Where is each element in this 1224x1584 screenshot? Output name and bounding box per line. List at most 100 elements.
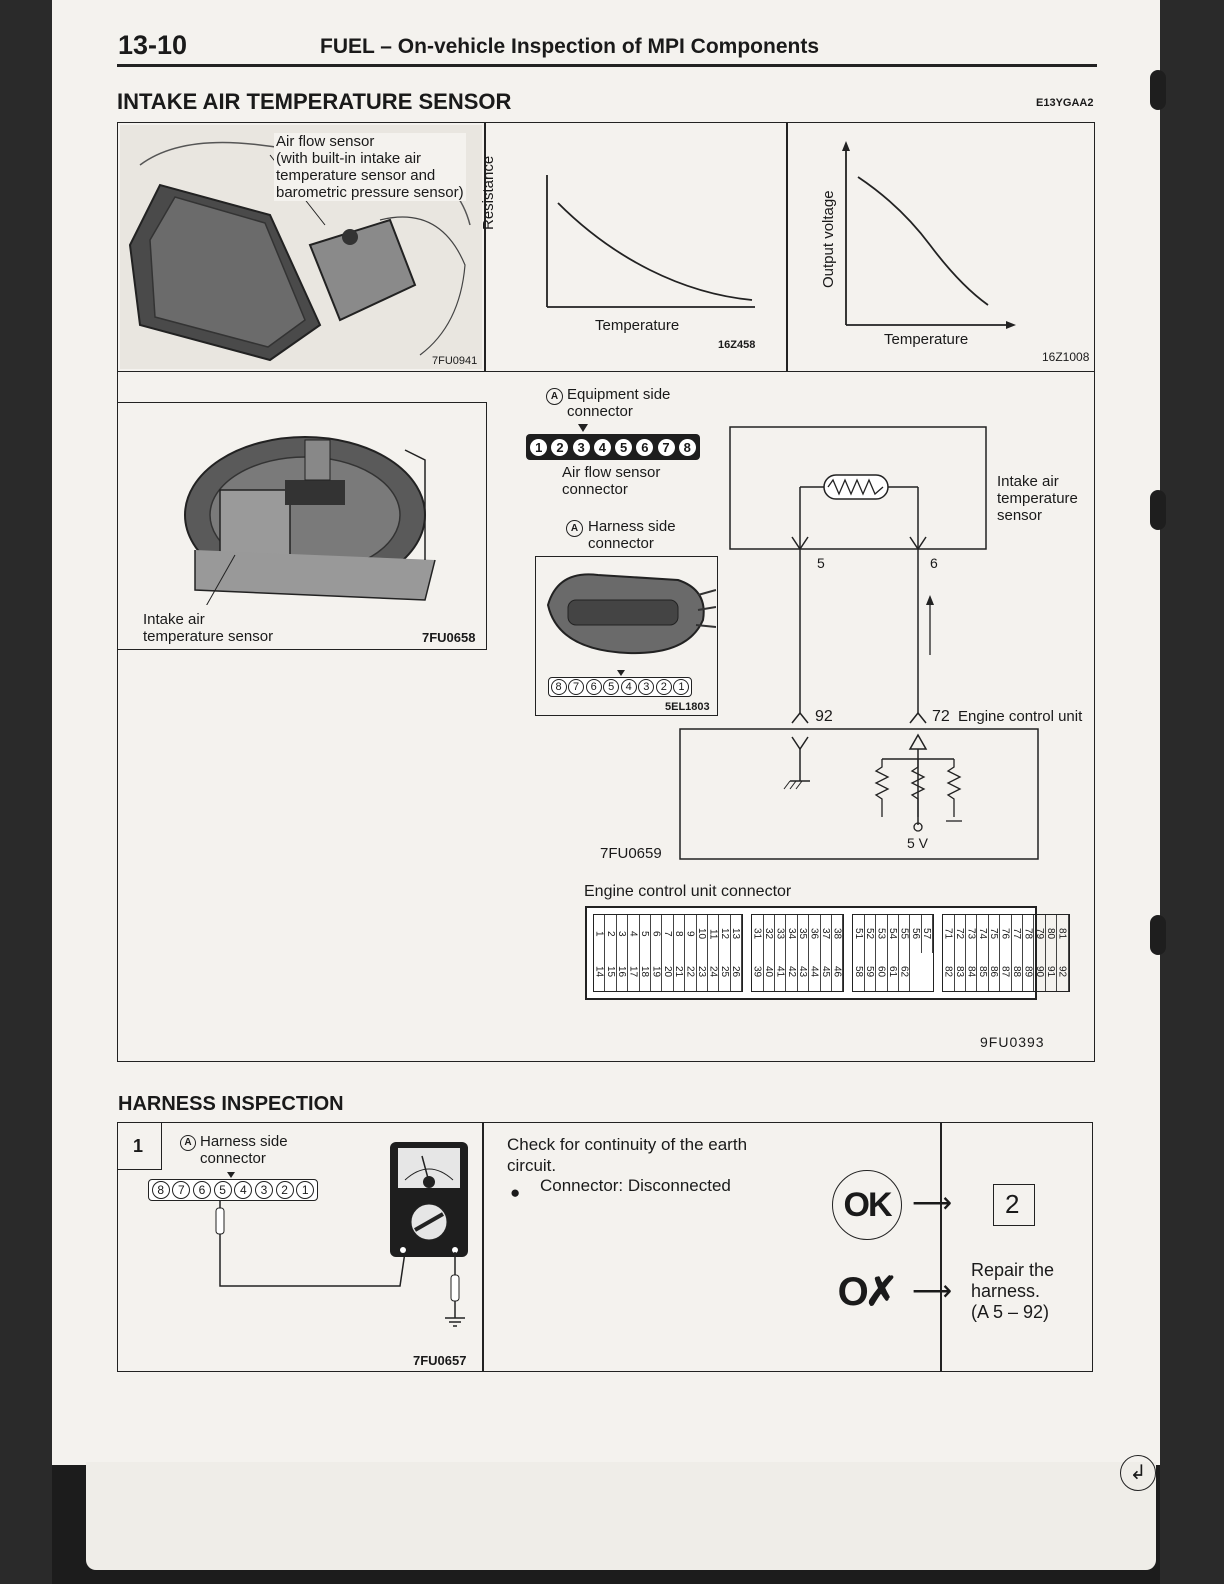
ecu-pin: 46 xyxy=(832,953,844,991)
pin: 3 xyxy=(572,438,590,456)
figure-code: 7FU0941 xyxy=(432,355,478,367)
ecu-pin: 56 xyxy=(910,915,922,953)
resistance-curve xyxy=(546,175,755,308)
multimeter-illustration xyxy=(215,1142,468,1327)
section-code: E13YGAA2 xyxy=(1036,97,1094,109)
ecu-pin: 79 xyxy=(1034,915,1046,953)
pin: 7 xyxy=(568,679,585,695)
binder-hole xyxy=(1150,490,1166,530)
ecu-pin: 71 xyxy=(943,915,955,953)
circuit-diagram xyxy=(679,426,1039,860)
pin: 5 xyxy=(213,1181,232,1199)
page-header-title: FUEL – On-vehicle Inspection of MPI Comp… xyxy=(320,35,819,58)
ecu-pin: 76 xyxy=(1000,915,1012,953)
ecu-pin: 54 xyxy=(888,915,899,953)
pin: 8 xyxy=(550,679,567,695)
pin: 4 xyxy=(234,1181,253,1199)
ecu-pin: 42 xyxy=(786,953,798,991)
ecu-pin: 13 xyxy=(731,915,743,953)
figure-divider xyxy=(484,122,486,372)
ecu-pin: 22 xyxy=(685,953,697,991)
ecu-pin: 62 xyxy=(899,953,911,991)
pin: 4 xyxy=(593,438,611,456)
ecu-pin: 75 xyxy=(989,915,1001,953)
ecu-pin: 74 xyxy=(977,915,989,953)
ecu-pin: 14 xyxy=(594,953,606,991)
ecu-pin: 78 xyxy=(1023,915,1035,953)
harness-connector-illustration xyxy=(546,573,716,655)
harness-connector-figure xyxy=(535,556,718,716)
step-connector-label: Harness side connector xyxy=(200,1133,288,1167)
pin: 8 xyxy=(678,438,696,456)
ecu-pin: 57 xyxy=(922,915,934,953)
ecu-pin: 86 xyxy=(989,953,1001,991)
ecu-pin: 11 xyxy=(708,915,720,953)
next-page-edge xyxy=(86,1462,1156,1570)
sensor-detail-figure xyxy=(117,402,487,650)
ecu-pin: 59 xyxy=(865,953,877,991)
connector-key-icon xyxy=(578,424,588,432)
ecu-pin: 24 xyxy=(708,953,720,991)
pin: 3 xyxy=(254,1181,273,1199)
ecu-pin: 58 xyxy=(853,953,865,991)
ecu-pin: 52 xyxy=(865,915,877,953)
ecu-pin-72-label: 72 xyxy=(932,708,950,725)
ecu-pin: 85 xyxy=(977,953,989,991)
harness-connector-label: Harness side connector xyxy=(588,518,676,552)
ecu-pin: 81 xyxy=(1057,915,1069,953)
ecu-pin: 89 xyxy=(1023,953,1035,991)
sensor-detail-label: Intake air temperature sensor xyxy=(143,611,274,645)
next-step-number: 2 xyxy=(1005,1189,1020,1219)
ecu-pin: 34 xyxy=(786,915,798,953)
ecu-pin: 19 xyxy=(651,953,663,991)
binder-hole xyxy=(1150,915,1166,955)
ecu-pin: 55 xyxy=(899,915,911,953)
marker-a-icon: A xyxy=(546,388,563,405)
figure-code: 7FU0657 xyxy=(413,1353,467,1368)
ecu-pin: 91 xyxy=(1046,953,1058,991)
ecu-pin: 7 xyxy=(662,915,674,953)
pin: 1 xyxy=(530,438,548,456)
ecu-pin: 60 xyxy=(876,953,888,991)
ecu-pin: 2 xyxy=(605,915,617,953)
table-divider xyxy=(940,1122,942,1372)
figure-middle-block xyxy=(117,372,1095,1062)
inspection-bullet: Connector: Disconnected xyxy=(540,1176,731,1195)
output-voltage-curve xyxy=(842,141,1016,329)
ecu-pin: 44 xyxy=(809,953,821,991)
pin: 4 xyxy=(620,679,637,695)
table-divider xyxy=(482,1122,484,1372)
ecu-pin: 9 xyxy=(685,915,697,953)
air-flow-sensor-illustration xyxy=(120,125,482,369)
pin: 7 xyxy=(172,1181,191,1199)
pin: 5 xyxy=(615,438,633,456)
ecu-pin: 87 xyxy=(1000,953,1012,991)
ecu-pin: 77 xyxy=(1012,915,1023,953)
pin: 1 xyxy=(673,679,690,695)
section-title: INTAKE AIR TEMPERATURE SENSOR xyxy=(117,89,512,114)
ecu-pin: 15 xyxy=(605,953,617,991)
ecu-pin: 16 xyxy=(617,953,629,991)
connector-key-icon xyxy=(227,1172,235,1178)
resistance-axis-label: Resistance xyxy=(480,155,497,230)
ecu-pin: 33 xyxy=(775,915,787,953)
ecu-pin: 17 xyxy=(628,953,640,991)
ecu-pin: 5 xyxy=(640,915,651,953)
repair-action: Repair the harness. xyxy=(971,1260,1055,1301)
pin: 1 xyxy=(296,1181,315,1199)
figure-code: 16Z1008 xyxy=(1042,350,1090,364)
ecu-pin: 80 xyxy=(1046,915,1058,953)
ecu-pin-92-label: 92 xyxy=(815,708,833,725)
bullet-icon: ● xyxy=(510,1183,521,1202)
equipment-connector: 1 2 3 4 5 6 7 8 xyxy=(526,434,700,460)
figure-code: 16Z458 xyxy=(718,339,756,351)
ecu-pin: 25 xyxy=(719,953,731,991)
ecu-pin: 39 xyxy=(752,953,764,991)
equipment-connector-label: Equipment side connector xyxy=(567,386,671,420)
voltage-axis-label: Output voltage xyxy=(820,190,837,288)
ecu-pin: 18 xyxy=(640,953,651,991)
ng-icon: O✗ xyxy=(837,1270,899,1314)
resistance-x-label: Temperature xyxy=(595,317,680,334)
